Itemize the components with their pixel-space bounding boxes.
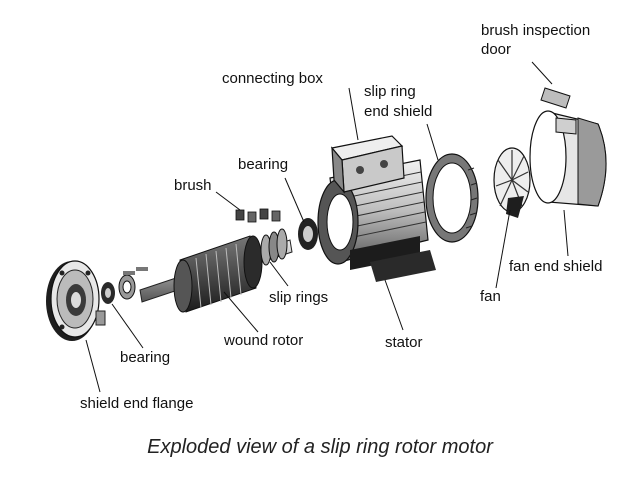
label-stator: stator (385, 334, 423, 351)
bearing-part-left (101, 267, 148, 304)
label-bearing-bottom: bearing (120, 349, 171, 366)
fan-part (493, 147, 531, 218)
label-fan-end-shield: fan end shield (509, 258, 603, 275)
figure-caption: Exploded view of a slip ring rotor motor (147, 436, 493, 458)
label-brush: brush (174, 177, 212, 194)
label-slip-ring-end-shield-1: slip ring (364, 83, 416, 100)
label-bearing-top: bearing (238, 156, 289, 173)
slip-rings-part (260, 228, 288, 266)
label-slip-rings: slip rings (269, 289, 329, 306)
slip-ring-end-shield-part (425, 153, 479, 243)
fan-end-shield-part (529, 110, 607, 207)
label-fan: fan (480, 288, 501, 305)
shield-end-flange-part (46, 260, 106, 341)
stator-part (317, 159, 436, 282)
label-slip-ring-end-shield-2: end shield (364, 103, 433, 120)
label-wound-rotor: wound rotor (224, 332, 304, 349)
brush-part (235, 208, 281, 223)
label-connecting-box: connecting box (222, 70, 323, 87)
brush-inspection-door-part (540, 87, 571, 109)
label-shield-end-flange: shield end flange (80, 395, 194, 412)
label-brush-inspection-door-1: brush inspection (481, 22, 591, 39)
leader-lines (85, 61, 569, 393)
connecting-box-part (330, 135, 405, 194)
bearing-part-top (298, 218, 318, 250)
wound-rotor-part (139, 235, 293, 313)
label-brush-inspection-door-2: door (481, 41, 512, 58)
